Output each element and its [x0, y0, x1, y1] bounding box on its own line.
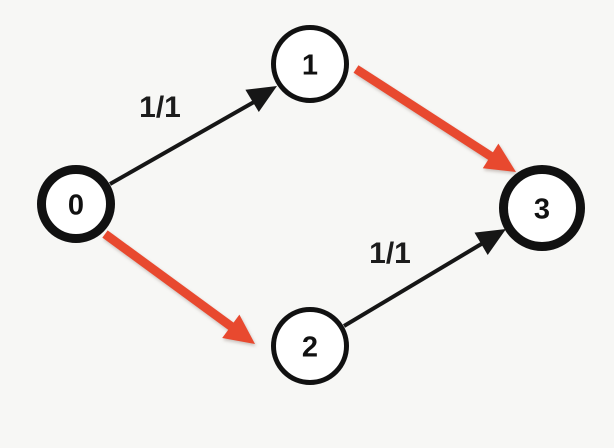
node-0: 0 — [37, 165, 115, 243]
node-2-circle — [271, 307, 349, 385]
node-2: 2 — [271, 307, 349, 385]
edge-1-3-line — [353, 65, 495, 161]
node-0-circle — [37, 165, 115, 243]
edge-0-1-capacity-label: 1/1 — [139, 91, 181, 124]
edge-0-2-line — [102, 230, 235, 331]
node-3-circle — [499, 165, 585, 251]
edge-2-3-capacity-label: 1/1 — [369, 237, 411, 270]
edge-0-1-line — [109, 100, 255, 186]
node-3-label: 3 — [534, 193, 550, 225]
edge-0-2-arrowhead — [222, 314, 255, 344]
edge-2-3-line — [342, 241, 485, 328]
node-1-circle — [271, 25, 349, 103]
node-1: 1 — [271, 25, 349, 103]
edge-1-3 — [353, 65, 516, 172]
node-1-label: 1 — [302, 49, 318, 81]
node-3: 3 — [499, 165, 585, 251]
node-2-label: 2 — [302, 331, 318, 363]
edge-0-1: 1/1 — [109, 86, 277, 186]
edge-0-1-arrowhead — [245, 86, 277, 112]
edge-2-3: 1/1 — [342, 229, 506, 328]
edge-0-2 — [102, 230, 255, 344]
edge-2-3-arrowhead — [474, 229, 506, 255]
edge-1-3-arrowhead — [482, 143, 516, 172]
node-0-label: 0 — [68, 189, 84, 221]
